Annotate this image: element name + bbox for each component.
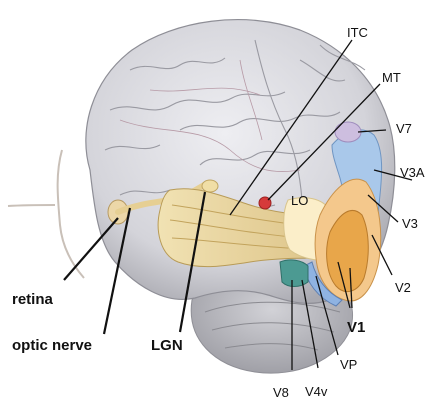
- label-v2: V2: [395, 280, 411, 295]
- label-v1: V1: [347, 319, 365, 336]
- area-v7: [335, 122, 361, 142]
- label-v3a: V3A: [400, 165, 425, 180]
- label-v3: V3: [402, 216, 418, 231]
- head-outline: [8, 150, 84, 278]
- label-lo: LO: [291, 193, 308, 208]
- label-v8: V8: [273, 385, 289, 400]
- lgn-body: [202, 180, 218, 192]
- label-itc: ITC: [347, 25, 368, 40]
- label-v4v: V4v: [305, 384, 328, 399]
- label-optic-nerve: optic nerve: [12, 337, 92, 354]
- label-v7: V7: [396, 121, 412, 136]
- label-retina: retina: [12, 291, 54, 308]
- label-lgn: LGN: [151, 337, 183, 354]
- label-vp: VP: [340, 357, 357, 372]
- area-v8: [280, 260, 308, 287]
- label-mt: MT: [382, 70, 401, 85]
